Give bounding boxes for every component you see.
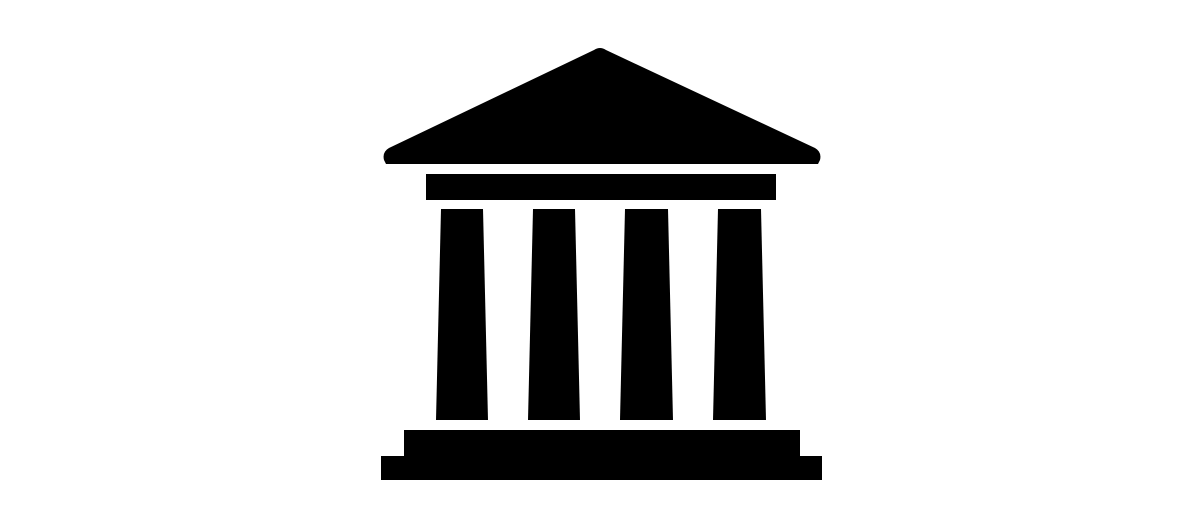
roof-pediment — [383, 48, 821, 164]
column-3 — [620, 209, 673, 420]
base-step-upper — [404, 430, 800, 458]
column-2 — [528, 209, 580, 420]
column-4 — [713, 209, 766, 420]
base-step-lower — [381, 456, 822, 480]
entablature-beam — [426, 174, 776, 200]
column-1 — [436, 209, 488, 420]
